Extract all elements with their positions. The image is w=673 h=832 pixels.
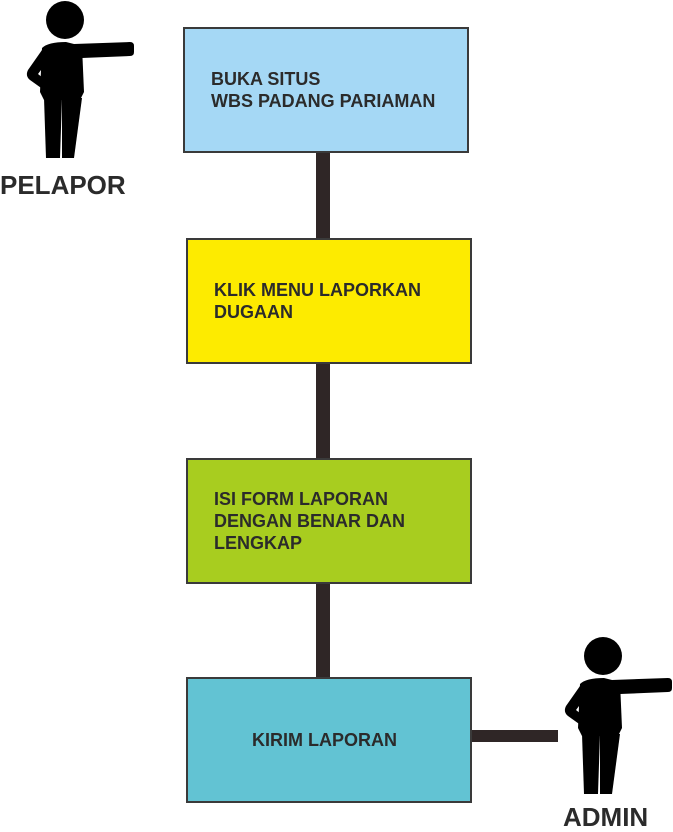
step-open-site-line-2: WBS PADANG PARIAMAN bbox=[211, 91, 436, 111]
connector-step2-step3 bbox=[316, 362, 330, 462]
pelapor-person-pointing-icon bbox=[20, 0, 135, 165]
step-fill-form-line-2: DENGAN BENAR DAN bbox=[214, 511, 406, 531]
pelapor-label: PELAPOR bbox=[0, 170, 126, 200]
step-send-report: KIRIM LAPORAN bbox=[186, 677, 472, 803]
step-click-report-menu-line-2: DUGAAN bbox=[214, 302, 293, 322]
connector-step4-admin bbox=[470, 730, 558, 742]
connector-step3-step4 bbox=[316, 582, 330, 680]
connector-step1-step2 bbox=[316, 150, 330, 242]
admin-label: ADMIN bbox=[563, 802, 649, 832]
admin-person-pointing-icon bbox=[558, 636, 673, 801]
step-send-report-line-1: KIRIM LAPORAN bbox=[252, 730, 397, 750]
step-click-report-menu-line-1: KLIK MENU LAPORKAN bbox=[214, 280, 421, 300]
step-fill-form-line-3: LENGKAP bbox=[214, 533, 303, 553]
step-open-site-line-1: BUKA SITUS bbox=[211, 69, 321, 89]
step-fill-form-line-1: ISI FORM LAPORAN bbox=[214, 489, 388, 509]
step-open-site: BUKA SITUS WBS PADANG PARIAMAN bbox=[183, 27, 469, 153]
step-fill-form: ISI FORM LAPORAN DENGAN BENAR DAN LENGKA… bbox=[186, 458, 472, 584]
step-click-report-menu: KLIK MENU LAPORKAN DUGAAN bbox=[186, 238, 472, 364]
